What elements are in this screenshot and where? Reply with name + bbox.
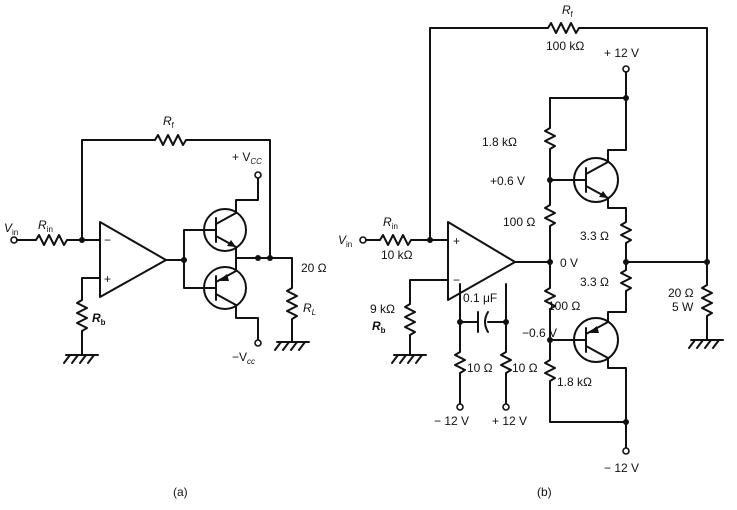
junction-a-emit (255, 255, 261, 261)
rin-resistor-b (365, 234, 449, 246)
rf-label-a: Rf (163, 114, 175, 130)
circuit-a: Vin Rin Rf − + Rb + VCC (4, 114, 327, 499)
r-emitter-bot-b (607, 261, 632, 323)
v-mid-label-b: 0 V (560, 256, 578, 270)
pnp-transistor-icon (573, 317, 619, 363)
r-100-top-b (544, 179, 556, 263)
rl-value-b: 20 Ω (668, 286, 694, 300)
r-top-bias-label-b: 1.8 kΩ (482, 135, 517, 149)
vin-label-a: Vin (4, 221, 18, 237)
vcc-neg-terminal-a (254, 339, 262, 347)
rl-resistor-b (701, 261, 713, 341)
r-emitter-top-b (607, 197, 632, 263)
supply-left-label-b: − 12 V (434, 414, 469, 428)
r-100-bot-label-b: 100 Ω (548, 299, 580, 313)
opamp-plus-a: + (104, 272, 111, 286)
rin-label-b: Rin (383, 215, 398, 231)
r-100-top-label-b: 100 Ω (503, 215, 535, 229)
r10-left-label-b: 10 Ω (467, 361, 493, 375)
supply-rail-top-b (549, 71, 627, 99)
rf-label-b: Rf (562, 3, 574, 19)
capacitor-icon (477, 311, 489, 333)
rin-label-a: Rin (38, 218, 53, 234)
r10-right-b (500, 321, 512, 405)
rb-value-b: 9 kΩ (370, 302, 395, 316)
rl-power-b: 5 W (672, 300, 694, 314)
rin-value-b: 10 kΩ (381, 248, 413, 262)
v-top-label-b: +0.6 V (490, 174, 525, 188)
rb-resistor-b (404, 279, 449, 356)
circuit-b: Rf 100 kΩ + 12 V 1.8 kΩ +0.6 V 100 Ω 0 V… (338, 3, 724, 499)
r-bot-bias-label-b: 1.8 kΩ (557, 375, 592, 389)
rin-resistor-a (16, 234, 101, 246)
vcc-neg-label-a: −Vcc (232, 350, 255, 366)
rf-resistor-a (81, 134, 271, 259)
collector-top-a (235, 177, 259, 214)
rf-value-b: 100 kΩ (546, 39, 584, 53)
supply-right-terminal-b (502, 403, 510, 411)
rb-label-a: Rb (92, 311, 106, 327)
caption-b: (b) (537, 485, 552, 499)
cap-value-b: 0.1 μF (463, 291, 497, 305)
vcc-pos-label-a: + VCC (232, 150, 262, 166)
vcc-pos-terminal-a (254, 171, 262, 179)
junction-a-fb (267, 255, 273, 261)
vcc-pos-label-b: + 12 V (604, 46, 639, 60)
collector-bot-a (235, 304, 259, 341)
rf-resistor-b (429, 22, 708, 263)
collector-bot-b (607, 357, 627, 423)
rl-resistor-a (286, 257, 298, 343)
ground-icon (391, 354, 427, 364)
rl-label-a: RL (303, 301, 316, 317)
r10-left-b (454, 321, 466, 405)
vcc-neg-terminal-b (622, 447, 630, 455)
ground-icon (274, 341, 310, 351)
npn-transistor-icon (573, 157, 619, 203)
r-emitter-top-label-b: 3.3 Ω (580, 229, 609, 243)
opamp-b (447, 221, 516, 301)
r-100-bot-b (544, 261, 556, 341)
opamp-minus-b: − (453, 273, 460, 287)
r10-right-label-b: 10 Ω (512, 361, 538, 375)
junction-a-out (181, 257, 187, 263)
vin-label-b: Vin (338, 233, 352, 249)
junction-b-in (427, 237, 433, 243)
ground-icon (63, 354, 99, 364)
npn-transistor-icon (203, 208, 247, 252)
ground-icon (688, 339, 724, 349)
collector-top-b (607, 97, 627, 163)
emitter-node-a (235, 246, 293, 272)
r-bot-bias-b (544, 339, 627, 423)
rb-label-b: Rb (372, 319, 386, 335)
opamp-a (99, 221, 167, 298)
v-bot-label-b: −0.6 V (522, 326, 557, 340)
base-drive-a (165, 229, 205, 289)
rl-value-a: 20 Ω (301, 261, 327, 275)
caption-a: (a) (173, 485, 188, 499)
opamp-minus-a: − (104, 233, 111, 247)
supply-right-label-b: + 12 V (492, 414, 527, 428)
r-top-bias-b (544, 97, 556, 181)
opamp-plus-b: + (453, 234, 460, 248)
vcc-neg-label-b: − 12 V (604, 461, 639, 475)
r-emitter-bot-label-b: 3.3 Ω (580, 275, 609, 289)
pnp-transistor-icon (203, 266, 247, 310)
rb-resistor-a (76, 277, 101, 356)
supply-left-terminal-b (456, 403, 464, 411)
